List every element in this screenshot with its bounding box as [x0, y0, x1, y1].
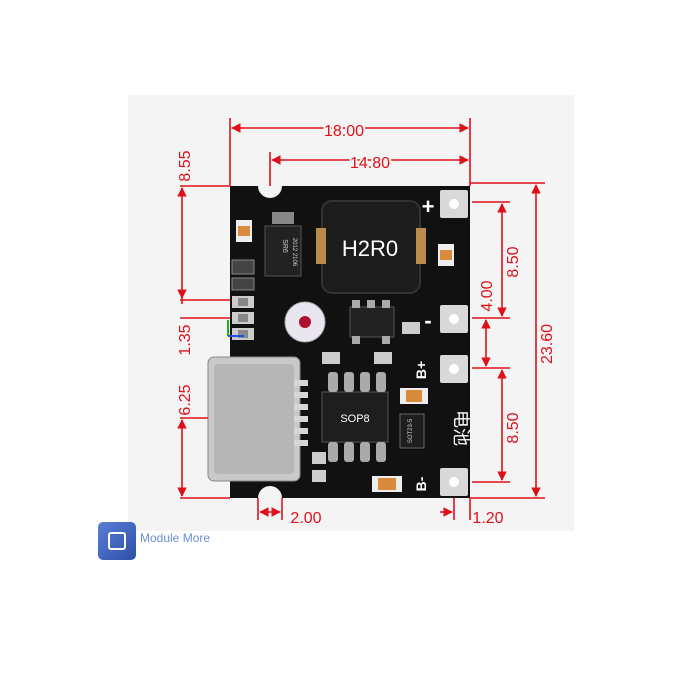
- chip-marking-1: SR6: [281, 239, 288, 253]
- inductor-label: H2R0: [342, 236, 398, 261]
- dim-pad-lower: 8.50: [505, 412, 522, 443]
- dim-pad-mid: 4.00: [479, 280, 496, 311]
- pcb-board: H2R0 SR6 2012 2106: [207, 186, 471, 498]
- sot23-chip: [399, 413, 425, 449]
- dim-inner-width: 14.80: [350, 155, 390, 172]
- dim-pad-upper: 8.50: [505, 246, 522, 277]
- sop8-label: SOP8: [340, 413, 369, 425]
- dim-width: 18.00: [324, 123, 364, 140]
- chip-marking-2: 2012 2106: [291, 238, 297, 267]
- dim-pad-edge: 1.20: [472, 510, 503, 527]
- pad-bat-plus-label: B+: [413, 361, 429, 379]
- dim-height: 23.60: [539, 324, 556, 364]
- dim-hole-width: 2.00: [290, 510, 321, 527]
- pad-plus-label: +: [422, 194, 435, 219]
- dim-usb-offset: 6.25: [177, 384, 194, 415]
- dimension-lines: [177, 118, 545, 520]
- battery-label: 电池: [450, 410, 471, 446]
- logo-text: Module More: [140, 531, 211, 545]
- sop8-chip: [321, 391, 389, 443]
- led-column: [231, 259, 255, 340]
- sot23-label: SOT23-5: [408, 418, 414, 443]
- dim-led-gap: 1.35: [177, 324, 194, 355]
- small-chip: [264, 225, 302, 277]
- axis-gizmo: [227, 320, 244, 337]
- orange-components: [236, 220, 454, 492]
- dim-top-offset: 8.55: [177, 150, 194, 181]
- chip-logo-icon: [98, 522, 136, 560]
- pad-bat-minus-label: B-: [413, 476, 429, 491]
- logo: Module More: [98, 522, 238, 562]
- pad-minus-label: -: [424, 308, 431, 333]
